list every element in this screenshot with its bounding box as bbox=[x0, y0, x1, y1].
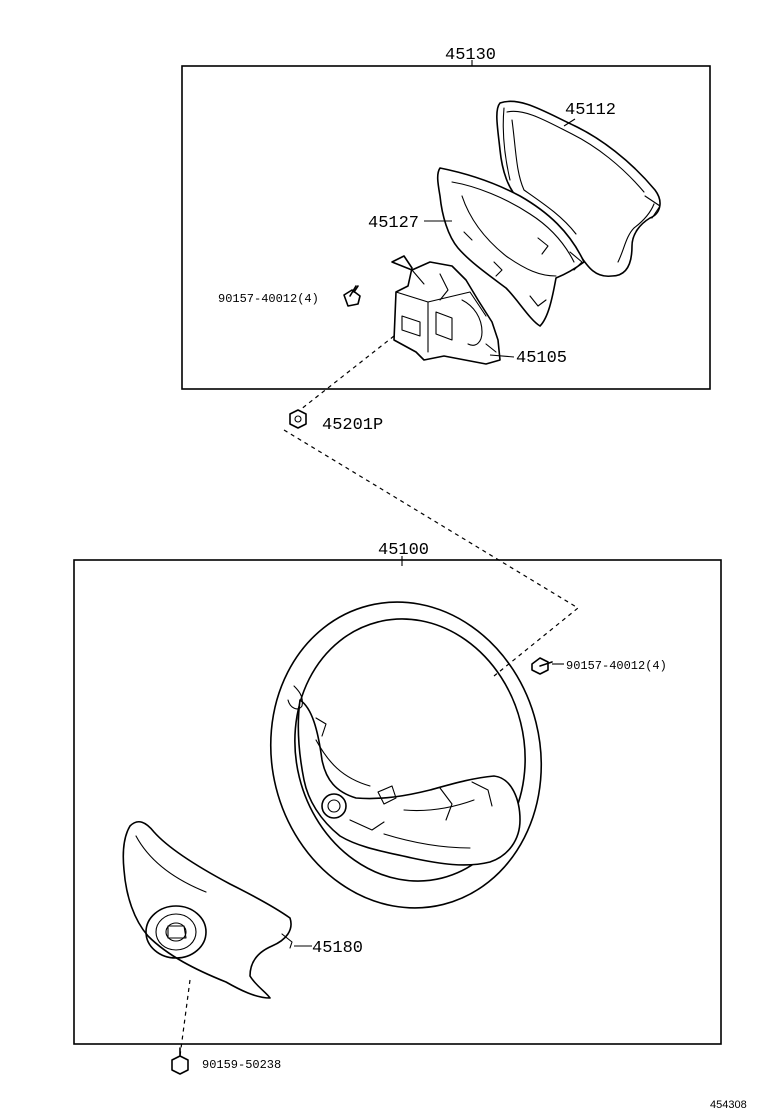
lower-assembly-box bbox=[73, 559, 722, 1045]
label-45180: 45180 bbox=[312, 939, 363, 958]
upper-assembly-box bbox=[181, 65, 711, 390]
lower-assembly-number: 45100 bbox=[378, 541, 429, 560]
figure-reference: 454308 bbox=[710, 1099, 747, 1111]
label-45105: 45105 bbox=[516, 349, 567, 368]
label-45201P: 45201P bbox=[322, 416, 383, 435]
nut-45201P bbox=[289, 409, 307, 429]
label-lower-screw: 90157-40012(4) bbox=[566, 659, 667, 673]
dashed-leader-bracket-to-nut bbox=[299, 335, 395, 411]
lower-assembly-group: 45100 90157-40012(4) bbox=[73, 541, 722, 1045]
dashed-leader-nut-to-wheel bbox=[283, 429, 580, 677]
horn-pad-45180 bbox=[122, 820, 293, 999]
bracket-45105 bbox=[391, 255, 501, 365]
upper-screw-icon bbox=[343, 285, 361, 307]
upper-assembly-group: 45130 45112 45127 bbox=[181, 46, 711, 390]
horn-cover-45112 bbox=[496, 100, 661, 277]
label-45127: 45127 bbox=[368, 214, 419, 233]
retainer-45127 bbox=[436, 167, 585, 327]
lower-screw-icon bbox=[531, 657, 553, 675]
bottom-screw-icon bbox=[171, 1047, 189, 1075]
label-bottom-screw: 90159-50238 bbox=[202, 1058, 281, 1072]
label-45112: 45112 bbox=[565, 101, 616, 120]
upper-assembly-number: 45130 bbox=[445, 46, 496, 65]
steering-wheel bbox=[269, 601, 543, 909]
label-upper-screw: 90157-40012(4) bbox=[218, 292, 319, 306]
